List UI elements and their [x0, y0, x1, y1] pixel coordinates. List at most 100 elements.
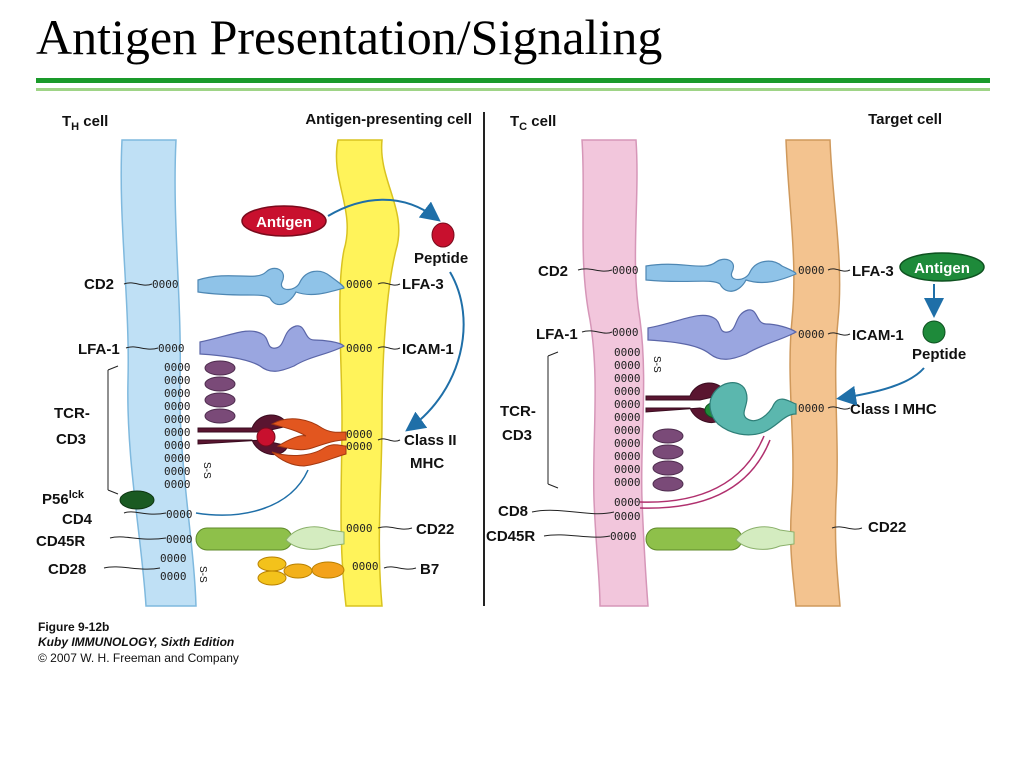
svg-text:0000: 0000	[614, 398, 641, 411]
svg-text:0000: 0000	[614, 510, 641, 523]
svg-text:0000: 0000	[610, 530, 637, 543]
th-transmembrane-coils: 0000 0000 0000 0000 0000 0000 0000 0000 …	[152, 278, 193, 583]
disulfide-tcr-left: S-S	[201, 462, 212, 479]
tc-cd3-label: CD3	[502, 427, 532, 444]
svg-text:0000: 0000	[164, 387, 191, 400]
caption-copyright: © 2007 W. H. Freeman and Company	[38, 651, 239, 665]
svg-text:Antigen: Antigen	[914, 260, 970, 277]
target-transmembrane-coils: 0000 0000 0000	[798, 264, 825, 415]
th-cd3-label: CD3	[56, 431, 86, 448]
apc-transmembrane-coils: 0000 0000 0000 0000 0000 0000	[346, 278, 379, 573]
svg-text:0000: 0000	[798, 264, 825, 277]
svg-text:0000: 0000	[614, 476, 641, 489]
antigen-to-peptide-arrow	[327, 198, 441, 222]
svg-text:0000: 0000	[614, 496, 641, 509]
apc-icam1-label: ICAM-1	[402, 341, 454, 358]
th-cd28-label: CD28	[48, 561, 86, 578]
title-rule-dark	[36, 78, 990, 83]
peptide-to-mhc-arrow	[405, 271, 465, 432]
svg-text:0000: 0000	[346, 342, 373, 355]
th-cd45r-label: CD45R	[36, 533, 85, 550]
disulfide-cd28: S-S	[197, 566, 208, 583]
svg-text:0000: 0000	[352, 560, 379, 573]
target-cd22-label: CD22	[868, 519, 906, 536]
svg-text:0000: 0000	[614, 346, 641, 359]
apc-cd22-label: CD22	[416, 521, 454, 538]
cd45r-right	[645, 527, 743, 551]
cd2-lfa3-pair	[197, 267, 345, 306]
svg-text:Antigen: Antigen	[256, 214, 312, 231]
apc-lfa3-label: LFA-3	[402, 276, 444, 293]
svg-text:0000: 0000	[614, 359, 641, 372]
apc-membrane	[335, 139, 400, 607]
tc-leader-lines	[531, 268, 615, 538]
peptide-green	[922, 320, 946, 344]
svg-text:0000: 0000	[166, 508, 193, 521]
title-rule-light	[36, 88, 990, 91]
svg-text:0000: 0000	[152, 278, 179, 291]
tc-tcr-label: TCR-	[500, 403, 536, 420]
target-cell-membrane	[785, 139, 841, 607]
svg-text:0000: 0000	[798, 328, 825, 341]
svg-text:0000: 0000	[614, 450, 641, 463]
svg-text:0000: 0000	[166, 533, 193, 546]
apc-leader-lines	[377, 282, 417, 570]
cd45r-left	[195, 527, 293, 551]
svg-text:0000: 0000	[614, 424, 641, 437]
apc-b7-label: B7	[420, 561, 439, 578]
svg-text:0000: 0000	[614, 385, 641, 398]
svg-text:0000: 0000	[158, 342, 185, 355]
svg-text:0000: 0000	[164, 374, 191, 387]
antigen-green-pill: Antigen	[899, 252, 985, 282]
cd22-right	[735, 526, 795, 550]
cd8-right	[639, 435, 765, 503]
slide-title: Antigen Presentation/Signaling	[36, 9, 663, 65]
svg-text:0000: 0000	[160, 552, 187, 565]
apc-mhc-label: MHC	[410, 455, 444, 472]
cd8-right-chain2	[639, 439, 771, 509]
tc-cell-label: TC cell	[510, 113, 556, 133]
target-leader-lines	[827, 268, 863, 530]
mhc-class2	[270, 418, 347, 467]
target-icam1-label: ICAM-1	[852, 327, 904, 344]
tc-cd2-label: CD2	[538, 263, 568, 280]
peptide-label-left: Peptide	[414, 250, 468, 267]
lfa1-icam1-pair-right	[647, 309, 798, 360]
peptide-in-groove-left	[256, 427, 276, 447]
apc-class2-label: Class II	[404, 432, 457, 449]
th-tcr-label: TCR-	[54, 405, 90, 422]
peptide-to-class1-arrow	[836, 367, 925, 406]
tc-transmembrane-coils: 0000 0000 0000 0000 0000 0000 0000 0000 …	[610, 264, 641, 543]
caption-book: Kuby IMMUNOLOGY, Sixth Edition	[38, 635, 234, 649]
p56lck-label: P56lck	[42, 489, 85, 508]
svg-text:0000: 0000	[798, 402, 825, 415]
svg-text:0000: 0000	[346, 522, 373, 535]
svg-text:0000: 0000	[164, 439, 191, 452]
svg-text:0000: 0000	[164, 361, 191, 374]
caption-figure: Figure 9-12b	[38, 620, 109, 634]
apc-label: Antigen-presenting cell	[305, 111, 472, 128]
svg-text:0000: 0000	[164, 478, 191, 491]
target-lfa3-label: LFA-3	[852, 263, 894, 280]
peptide-red	[431, 222, 455, 248]
cd4	[195, 469, 309, 516]
svg-text:0000: 0000	[164, 452, 191, 465]
disulfide-tcr-right: S-S	[651, 356, 662, 373]
cd28-b7-pair	[257, 556, 345, 586]
svg-text:0000: 0000	[614, 463, 641, 476]
svg-text:0000: 0000	[612, 326, 639, 339]
cd22-left	[285, 526, 345, 550]
mhc-class1	[709, 382, 797, 436]
svg-text:0000: 0000	[160, 570, 187, 583]
svg-text:0000: 0000	[346, 428, 373, 441]
target-class1-label: Class I MHC	[850, 401, 937, 418]
lfa1-icam1-pair	[199, 325, 345, 372]
th-cd2-label: CD2	[84, 276, 114, 293]
svg-text:0000: 0000	[164, 426, 191, 439]
target-cell-label: Target cell	[868, 111, 942, 128]
th-cell-membrane	[120, 139, 197, 607]
svg-text:0000: 0000	[614, 411, 641, 424]
svg-text:0000: 0000	[164, 413, 191, 426]
svg-text:0000: 0000	[614, 437, 641, 450]
cd2-lfa3-pair-right	[645, 258, 797, 292]
